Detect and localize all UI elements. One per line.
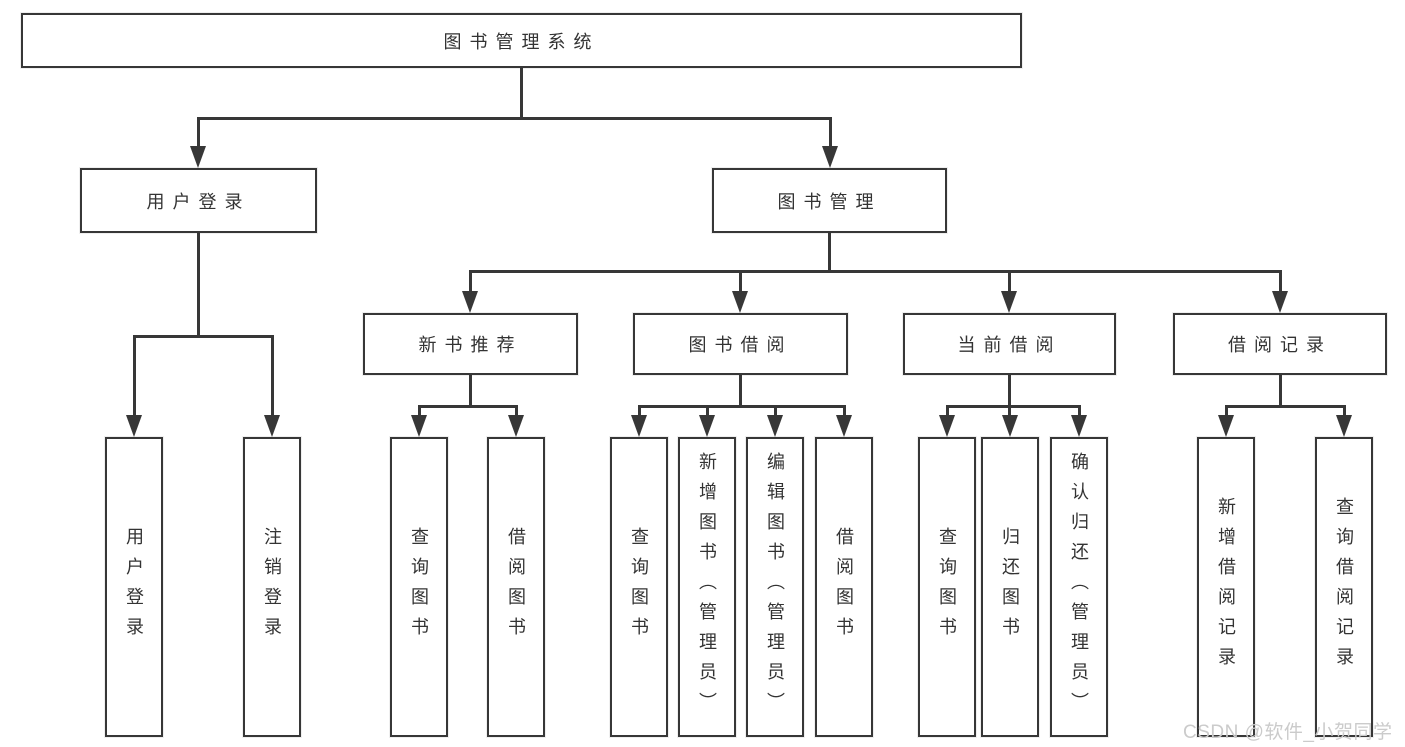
node-borrow-records-label: 借阅记录 [1228,335,1332,355]
arrowhead-user-login [190,146,206,168]
node-user-login: 用户登录 [80,168,317,233]
connector-drop-leaf-logout [271,335,274,417]
arrowhead-b2 [699,415,715,437]
arrowhead-leaf-login [126,415,142,437]
leaf-return-book: 归还图书 [981,437,1039,737]
arrowhead-c2 [1002,415,1018,437]
connector-newbook-bar [418,405,517,408]
arrowhead-new-book [462,291,478,313]
arrowhead-c3 [1071,415,1087,437]
leaf-return-book-label: 归还图书 [1000,527,1020,647]
connector-login-bar [133,335,274,338]
connector-newbook-feed [469,375,472,407]
connector-drop-b1 [638,405,641,418]
connector-root-bar [197,117,832,120]
leaf-query-borrow-record-label: 查询借阅记录 [1334,497,1354,677]
node-book-borrow: 图书借阅 [633,313,848,375]
node-book-management: 图书管理 [712,168,947,233]
node-root: 图书管理系统 [21,13,1022,68]
node-current-borrow: 当前借阅 [903,313,1116,375]
leaf-borrow-book-label: 借阅图书 [834,527,854,647]
connector-mgmt-feed [828,233,831,272]
connector-drop-r2 [1343,405,1346,418]
arrowhead-leaf-logout [264,415,280,437]
connector-drop-n2 [515,405,518,418]
leaf-add-book-admin-label: 新增图书（管理员） [697,452,717,722]
node-root-label: 图书管理系统 [443,31,600,52]
node-new-book-recommend-label: 新书推荐 [418,335,523,355]
leaf-add-borrow-record-label: 新增借阅记录 [1216,497,1236,677]
connector-drop-c1 [946,405,949,418]
connector-drop-b2 [706,405,709,418]
connector-mgmt-bar [469,270,1282,273]
leaf-borrow-book: 借阅图书 [815,437,873,737]
node-user-login-label: 用户登录 [146,191,251,212]
connector-current-feed [1008,375,1011,407]
connector-drop-n1 [418,405,421,418]
node-borrow-records: 借阅记录 [1173,313,1387,375]
connector-drop-book-management [829,117,832,148]
arrowhead-borrow-records [1272,291,1288,313]
connector-borrow-feed [739,375,742,407]
connector-drop-b3 [774,405,777,418]
leaf-user-login: 用户登录 [105,437,163,737]
leaf-logout-label: 注销登录 [262,527,282,647]
leaf-logout: 注销登录 [243,437,301,737]
connector-login-feed [197,233,200,337]
connector-drop-leaf-login [133,335,136,417]
arrowhead-current-borrow [1001,291,1017,313]
arrowhead-c1 [939,415,955,437]
connector-drop-borrow-records [1279,270,1282,294]
arrowhead-r1 [1218,415,1234,437]
node-book-borrow-label: 图书借阅 [688,335,793,355]
watermark: CSDN @软件_小贺同学 [1183,722,1393,743]
leaf-query-book-current-label: 查询图书 [937,527,957,647]
leaf-borrow-book-recommend: 借阅图书 [487,437,545,737]
arrowhead-book-borrow [732,291,748,313]
leaf-edit-book-admin: 编辑图书（管理员） [746,437,804,737]
leaf-borrow-book-recommend-label: 借阅图书 [506,527,526,647]
arrowhead-n2 [508,415,524,437]
connector-drop-r1 [1225,405,1228,418]
arrowhead-b1 [631,415,647,437]
leaf-add-borrow-record: 新增借阅记录 [1197,437,1255,737]
leaf-confirm-return-admin: 确认归还（管理员） [1050,437,1108,737]
connector-drop-current-borrow [1008,270,1011,294]
leaf-edit-book-admin-label: 编辑图书（管理员） [765,452,785,722]
leaf-user-login-label: 用户登录 [124,527,144,647]
connector-drop-user-login [197,117,200,148]
leaf-add-book-admin: 新增图书（管理员） [678,437,736,737]
connector-drop-book-borrow [739,270,742,294]
leaf-query-book-recommend-label: 查询图书 [409,527,429,647]
leaf-query-book-borrow-label: 查询图书 [629,527,649,647]
arrowhead-b4 [836,415,852,437]
connector-root-feed [520,68,523,119]
connector-drop-b4 [843,405,846,418]
leaf-confirm-return-admin-label: 确认归还（管理员） [1069,452,1089,722]
connector-drop-c3 [1078,405,1081,418]
connector-records-feed [1279,375,1282,407]
arrowhead-b3 [767,415,783,437]
connector-current-bar [946,405,1080,408]
node-current-borrow-label: 当前借阅 [957,335,1062,355]
node-new-book-recommend: 新书推荐 [363,313,578,375]
connector-records-bar [1225,405,1345,408]
connector-drop-new-book [469,270,472,294]
leaf-query-book-current: 查询图书 [918,437,976,737]
arrowhead-n1 [411,415,427,437]
leaf-query-book-borrow: 查询图书 [610,437,668,737]
leaf-query-borrow-record: 查询借阅记录 [1315,437,1373,737]
arrowhead-r2 [1336,415,1352,437]
node-book-management-label: 图书管理 [777,191,882,212]
arrowhead-book-management [822,146,838,168]
leaf-query-book-recommend: 查询图书 [390,437,448,737]
connector-drop-c2 [1008,405,1011,418]
connector-borrow-bar [638,405,845,408]
